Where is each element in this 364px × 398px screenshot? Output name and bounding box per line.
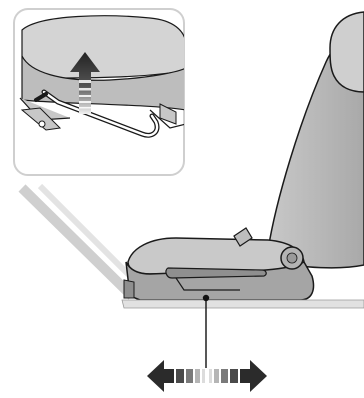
seat-rail bbox=[122, 300, 364, 308]
fore-aft-arrow-icon bbox=[147, 360, 267, 392]
inset-detail bbox=[14, 9, 186, 175]
recline-lever bbox=[166, 268, 266, 278]
callout-leader bbox=[22, 186, 138, 296]
inset-seat-cushion bbox=[22, 16, 186, 78]
